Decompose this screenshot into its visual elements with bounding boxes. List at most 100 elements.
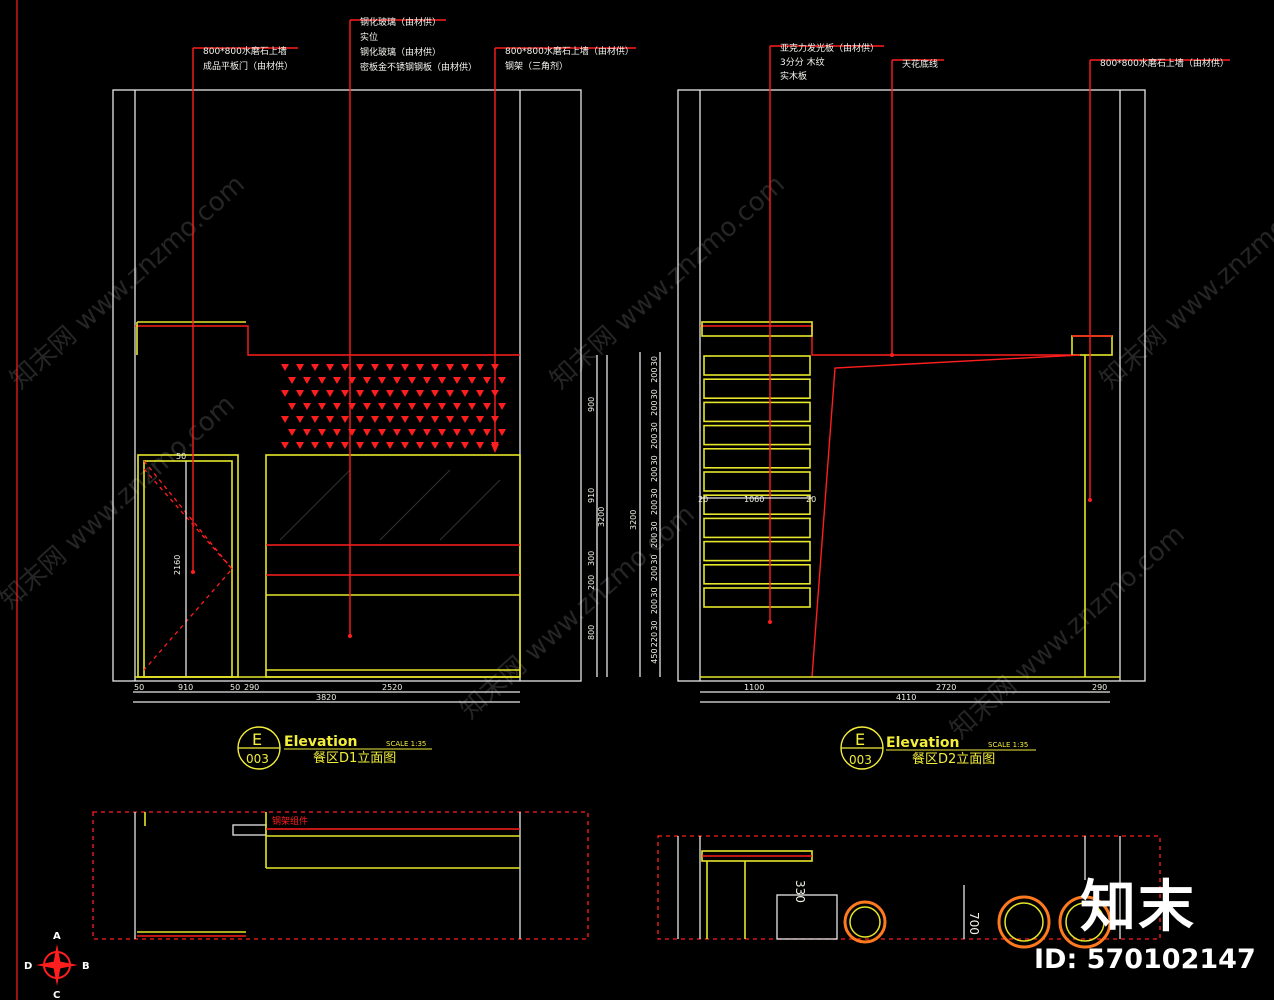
dim-label: 30 xyxy=(650,488,659,498)
dim-label: 30 xyxy=(650,455,659,465)
pattern-triangle xyxy=(431,416,439,423)
pattern-triangle xyxy=(416,364,424,371)
pattern-triangle xyxy=(468,377,476,384)
pattern-triangle xyxy=(333,403,341,410)
pattern-triangle xyxy=(476,442,484,449)
dim-label: 910 xyxy=(178,683,193,692)
pattern-triangle xyxy=(476,390,484,397)
pattern-triangle xyxy=(356,390,364,397)
dim-label: 4110 xyxy=(896,693,916,702)
annotation: 实木板 xyxy=(780,70,807,82)
dim-label: 20 xyxy=(698,495,708,504)
pattern-triangle xyxy=(311,442,319,449)
pattern-triangle xyxy=(476,364,484,371)
elevation-subtitle: 餐区D2立面图 xyxy=(912,751,995,767)
watermark: 知末网 www.znzmo.com xyxy=(945,519,1191,745)
shelf-board xyxy=(703,355,811,376)
dim-label: 220 xyxy=(650,632,659,647)
pattern-triangle xyxy=(371,416,379,423)
shelf-board xyxy=(703,587,811,608)
watermark: 知末网 www.znzmo.com xyxy=(455,499,701,725)
pattern-triangle xyxy=(446,416,454,423)
pattern-triangle xyxy=(446,364,454,371)
pattern-triangle xyxy=(393,403,401,410)
pattern-triangle xyxy=(303,429,311,436)
pattern-triangle xyxy=(453,429,461,436)
shelf-board xyxy=(703,471,811,492)
pattern-triangle xyxy=(476,416,484,423)
ceiling-slope xyxy=(811,354,1081,678)
watermark: 知末网 www.znzmo.com xyxy=(5,169,251,395)
dim-label: 200 xyxy=(650,533,659,548)
dim-label: 800 xyxy=(587,625,596,640)
outer-frame xyxy=(677,89,1146,682)
pattern-triangle xyxy=(393,429,401,436)
pattern-triangle xyxy=(371,364,379,371)
pattern-triangle xyxy=(378,377,386,384)
pattern-triangle xyxy=(356,442,364,449)
annotation: 亚克力发光板（由材供） xyxy=(780,42,879,54)
annotation: 钢架（三角剂） xyxy=(505,60,568,72)
dim-label: 700 xyxy=(967,912,981,935)
dim-label: 300 xyxy=(587,551,596,566)
pattern-triangle xyxy=(416,416,424,423)
pattern-triangle xyxy=(378,403,386,410)
pattern-triangle xyxy=(288,377,296,384)
pattern-triangle xyxy=(416,390,424,397)
pattern-triangle xyxy=(438,429,446,436)
dim-label: 30 xyxy=(650,422,659,432)
dim-label: 900 xyxy=(587,397,596,412)
pattern-triangle xyxy=(311,390,319,397)
dim-label: 330 xyxy=(793,880,807,903)
pattern-triangle xyxy=(348,403,356,410)
pattern-triangle xyxy=(326,442,334,449)
tag-number: 003 xyxy=(246,752,269,766)
annotation: 成品平板门（由材供） xyxy=(203,60,293,72)
dim-label: 200 xyxy=(650,599,659,614)
annotation: 钢化玻璃（由材供） xyxy=(360,16,441,28)
pattern-triangle xyxy=(408,403,416,410)
annotation: 实位 xyxy=(360,31,378,43)
outer-frame xyxy=(112,89,582,682)
dim-label: 1100 xyxy=(744,683,764,692)
pattern-triangle xyxy=(483,377,491,384)
pattern-triangle xyxy=(393,377,401,384)
elevation-scale: SCALE 1:35 xyxy=(386,740,426,748)
dim-label: 1060 xyxy=(744,495,764,504)
annotation: 钢化玻璃（由材供） xyxy=(360,46,441,58)
pattern-triangle xyxy=(318,403,326,410)
image-id: ID: 570102147 xyxy=(1034,944,1256,975)
pattern-triangle xyxy=(356,364,364,371)
shelf-board xyxy=(703,494,811,516)
dim-label: 200 xyxy=(650,467,659,482)
pattern-triangle xyxy=(438,403,446,410)
pattern-triangle xyxy=(423,377,431,384)
pattern-triangle xyxy=(303,377,311,384)
pattern-triangle xyxy=(333,377,341,384)
pattern-triangle xyxy=(281,416,289,423)
dim-label: 50 xyxy=(176,452,186,461)
pattern-triangle xyxy=(468,403,476,410)
compass-letter: D xyxy=(24,961,32,972)
compass-letter: A xyxy=(53,931,61,942)
pattern-triangle xyxy=(423,403,431,410)
pattern-triangle xyxy=(333,429,341,436)
dim-label: 30 xyxy=(650,389,659,399)
pattern-triangle xyxy=(386,390,394,397)
dim-label: 290 xyxy=(1092,683,1107,692)
dim-label: 200 xyxy=(650,500,659,515)
pattern-triangle xyxy=(498,403,506,410)
pattern-triangle xyxy=(498,377,506,384)
dim-label: 200 xyxy=(587,575,596,590)
plan-label: 钢架组件 xyxy=(272,815,308,827)
pattern-triangle xyxy=(378,429,386,436)
pattern-triangle xyxy=(461,416,469,423)
tag-number: 003 xyxy=(849,753,872,767)
pattern-triangle xyxy=(453,403,461,410)
pattern-triangle xyxy=(453,377,461,384)
pattern-triangle xyxy=(281,364,289,371)
pattern-triangle xyxy=(326,416,334,423)
pattern-triangle xyxy=(401,390,409,397)
pattern-triangle xyxy=(296,390,304,397)
dim-label: 20 xyxy=(806,495,816,504)
